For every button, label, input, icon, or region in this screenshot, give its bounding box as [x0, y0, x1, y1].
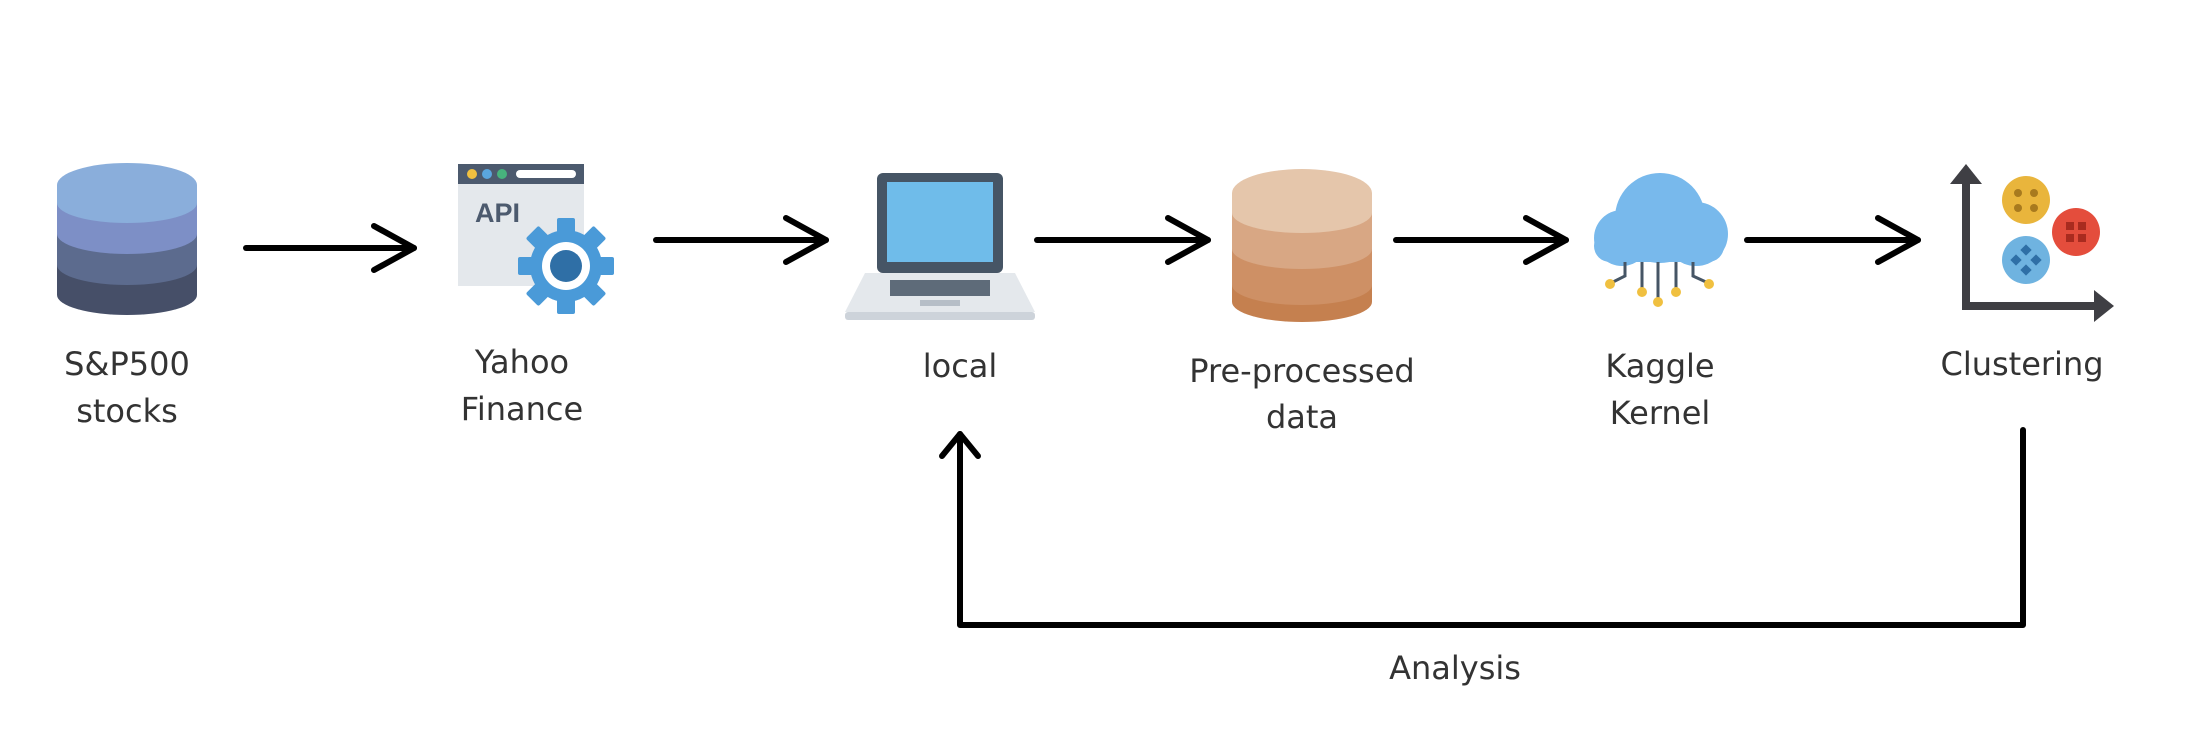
arrow-local-to-preprocessed [1034, 215, 1211, 265]
preprocessed-label-line1: Pre-processed [1189, 352, 1414, 390]
yahoo-label-line1: Yahoo [474, 343, 569, 381]
laptop-icon [845, 173, 1035, 320]
local-label: local [923, 347, 998, 385]
preprocessed-database-icon [1232, 169, 1372, 322]
feedback-label: Analysis [1389, 649, 1521, 687]
cluster-chart-icon [1950, 164, 2114, 322]
arrow-kaggle-to-clustering [1744, 215, 1921, 265]
sp500-label-line2: stocks [76, 392, 178, 430]
preprocessed-label-line2: data [1266, 398, 1338, 436]
api-icon-text: API [475, 198, 520, 228]
arrow-yahoo-to-local [653, 215, 829, 265]
arrow-preprocessed-to-kaggle [1393, 215, 1569, 265]
kaggle-label-line1: Kaggle [1605, 347, 1714, 385]
yahoo-label-line2: Finance [461, 390, 583, 428]
api-gear-icon: API [458, 164, 614, 314]
feedback-arrow-clustering-to-local [939, 427, 2026, 628]
sp500-database-icon [57, 163, 197, 315]
clustering-label: Clustering [1940, 345, 2103, 383]
arrow-sp500-to-yahoo [243, 223, 417, 273]
cloud-network-icon [1594, 173, 1728, 307]
kaggle-label-line2: Kernel [1610, 394, 1711, 432]
sp500-label-line1: S&P500 [64, 345, 190, 383]
